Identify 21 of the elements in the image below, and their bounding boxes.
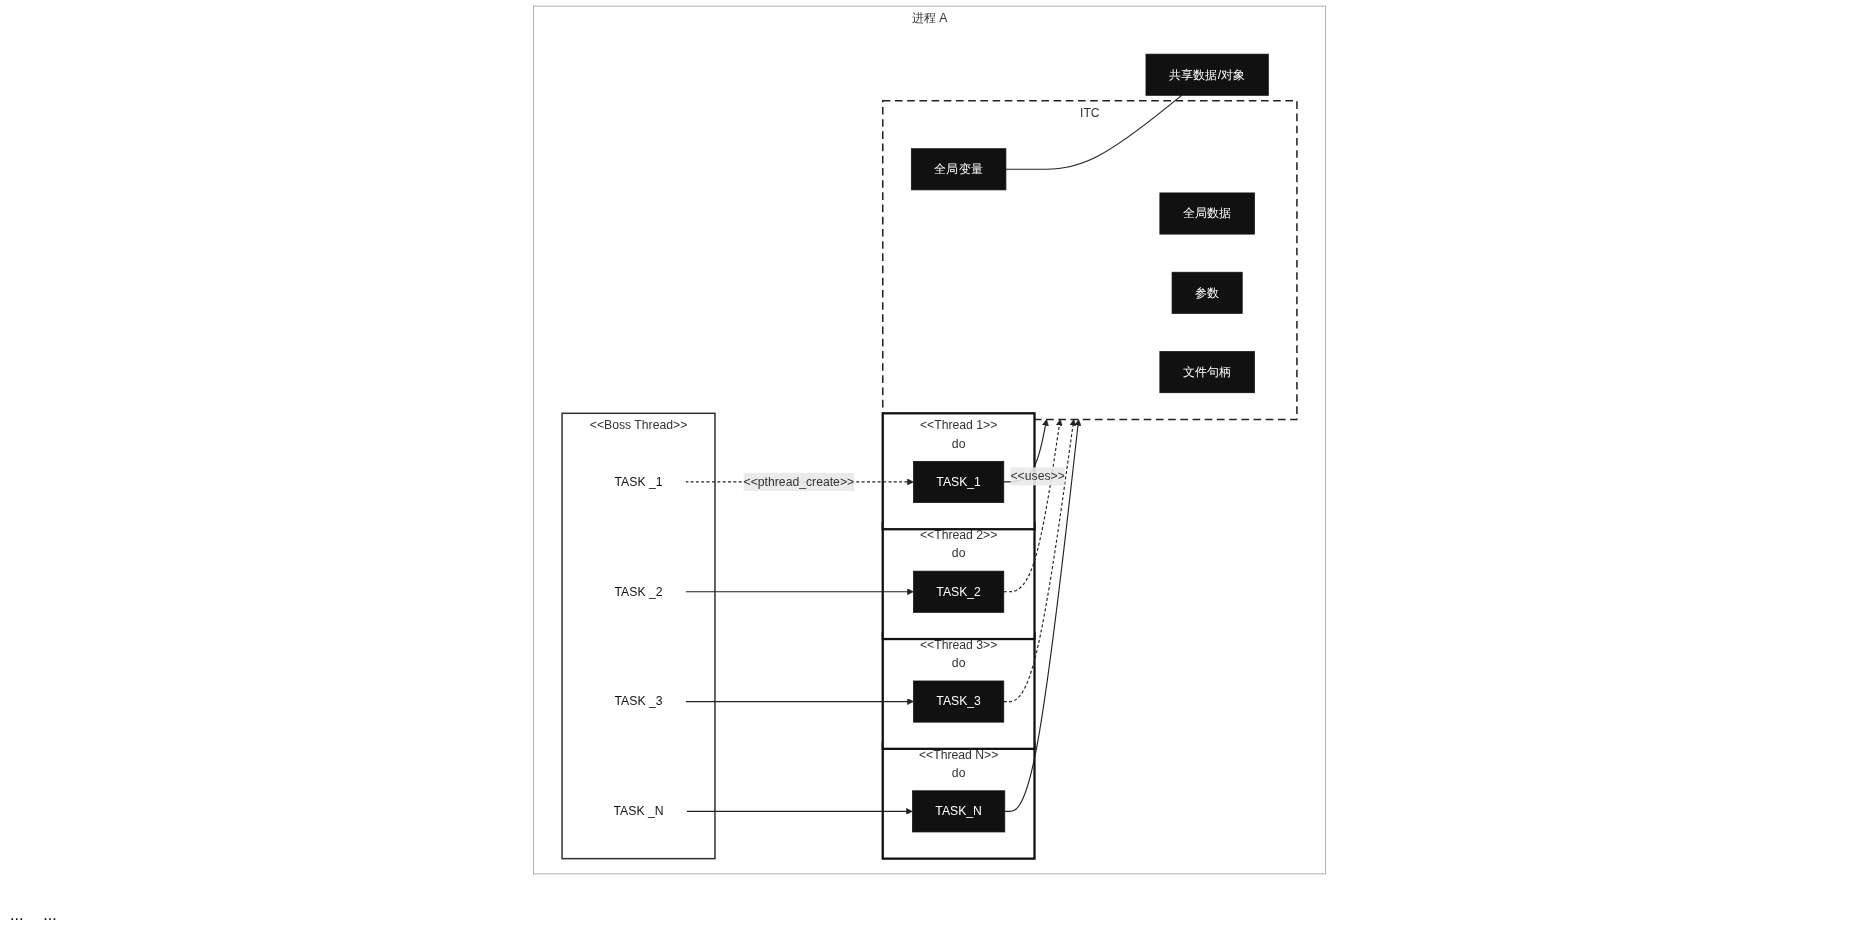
node-box: TASK_2 [913,570,1005,613]
node-box: 全局变量 [910,148,1007,191]
connector [1005,94,1183,170]
ellipsis-note: ... [10,906,24,924]
node-box: TASK_N [912,790,1006,833]
node-text: TASK _3 [614,694,663,708]
arrow [685,808,913,815]
node-text: TASK _N [613,804,664,818]
node-box: 共享数据/对象 [1145,53,1269,96]
node-text: TASK _1 [614,475,663,489]
node-box: 全局数据 [1159,192,1255,235]
node-box: TASK_1 [913,460,1005,503]
node-box: TASK_3 [913,680,1005,723]
edge-label: <<uses>> [1010,469,1065,483]
arrow [684,698,914,705]
arrow [684,588,914,596]
node-text: TASK _2 [614,584,663,598]
ellipsis-note: ... [43,906,57,924]
edge-label: <<pthread_create>> [743,475,855,489]
node-box: 参数 [1171,271,1243,314]
node-box: 文件句柄 [1159,351,1255,394]
